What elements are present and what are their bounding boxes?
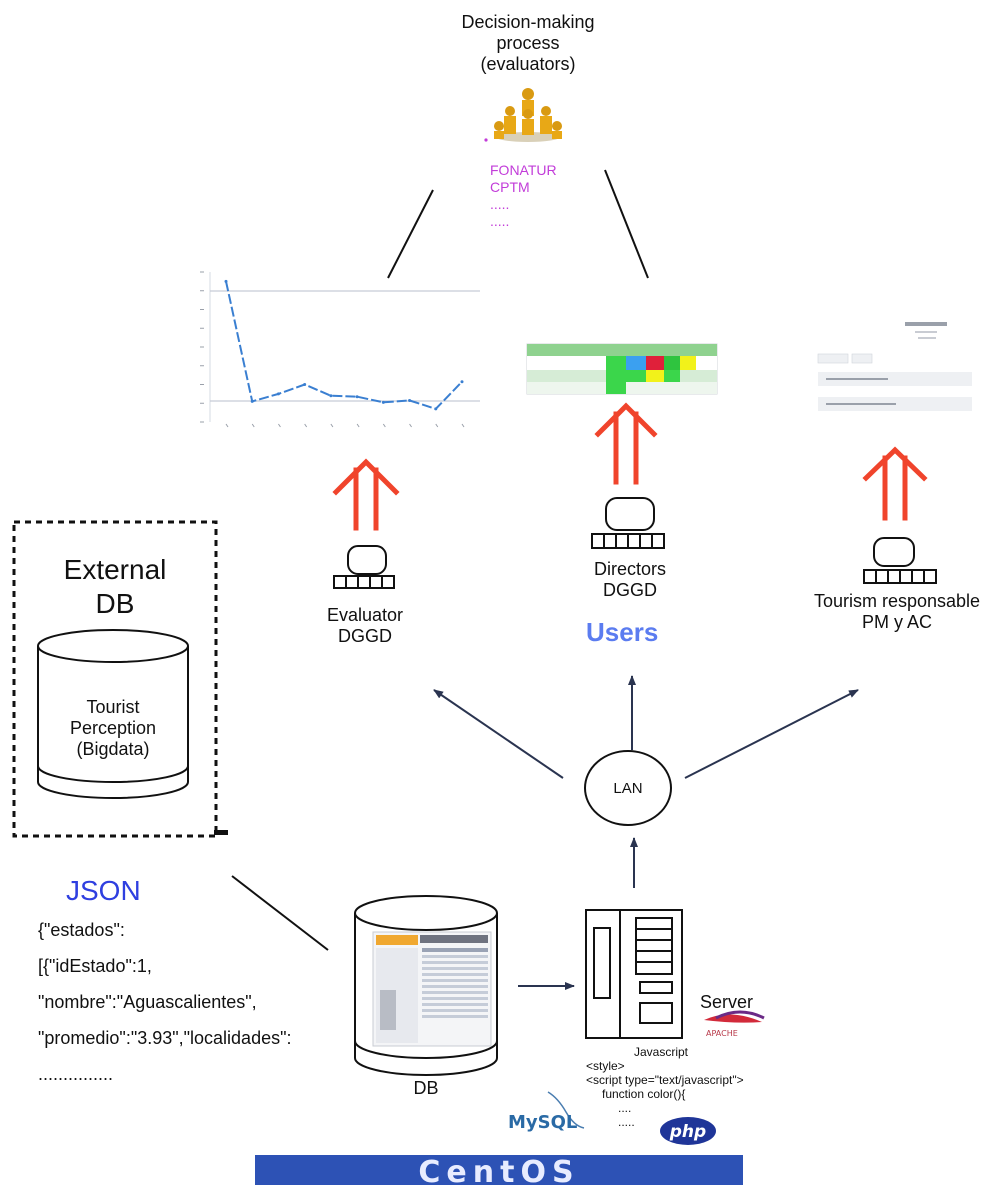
db-admin-screenshot [372, 931, 492, 1047]
external-db-title-line: External [63, 554, 167, 585]
upload-arrow-evaluator [332, 458, 400, 531]
external-db-content-line: Tourist [86, 697, 140, 717]
chart-point [224, 279, 228, 283]
code-line: <style> [586, 1059, 625, 1073]
computer-icon-evaluator [333, 545, 395, 589]
chart-x-tick [356, 423, 360, 428]
tourism-thumbnail [817, 322, 972, 411]
json-line: ............... [38, 1064, 114, 1084]
lan-node [584, 750, 672, 826]
evaluator-label-line: Evaluator [326, 605, 404, 625]
json-to-db-line [231, 875, 329, 951]
lan-label: LAN [613, 780, 643, 797]
decision-orgs: FONATUR CPTM ..... ..... [490, 162, 557, 230]
tourism-label-line: Tourism responsable [813, 591, 981, 611]
chart-x-tick [435, 423, 439, 428]
decision-to-table-line [604, 169, 649, 279]
external-db-cylinder [37, 629, 189, 799]
json-line: "nombre":"Aguascalientes", [38, 992, 257, 1012]
code-line: <script type="text/javascript"> [586, 1073, 744, 1087]
tourism-label: Tourism responsable PM y AC [794, 591, 1000, 633]
external-db-content-line: (Bigdata) [76, 739, 150, 759]
tourism-label-line: PM y AC [861, 612, 932, 632]
chart-x-tick [330, 423, 334, 428]
code-line: Javascript [633, 1045, 689, 1059]
org-item: CPTM [490, 179, 530, 195]
php-logo: php [660, 1117, 716, 1145]
external-db-content-line: Perception [69, 718, 157, 738]
chart-point [460, 380, 464, 384]
chart-x-tick [225, 423, 229, 428]
chart-point [355, 395, 359, 399]
decision-title-line: process [496, 33, 560, 53]
external-db-box-handle [214, 830, 228, 835]
decision-title-line: Decision-making [461, 12, 595, 32]
server-icon [585, 909, 683, 1039]
chart-point [408, 398, 412, 402]
json-line: [{"idEstado":1, [38, 956, 152, 976]
json-line: "promedio":"3.93","localidades": [38, 1028, 292, 1048]
upload-arrow-tourism [862, 446, 928, 521]
server-label: Server [700, 992, 754, 1012]
directors-label-line: Directors [593, 559, 666, 579]
chart-x-tick [461, 423, 465, 428]
svg-text:APACHE: APACHE [706, 1029, 738, 1038]
chart-x-tick [382, 423, 386, 428]
json-line: {"estados": [38, 920, 125, 940]
json-snippet: {"estados": [{"idEstado":1, "nombre":"Ag… [38, 920, 291, 1085]
chart-series-line [225, 281, 463, 411]
code-line: ..... [618, 1115, 635, 1129]
code-line: function color(){ [602, 1087, 686, 1101]
external-db-box [12, 520, 218, 838]
computer-icon-directors [591, 497, 665, 549]
upload-arrow-directors [594, 402, 658, 485]
chart-point [329, 394, 333, 398]
decision-title: Decision-making process (evaluators) [418, 12, 638, 75]
chart-x-tick [304, 423, 308, 428]
chart-point [250, 399, 254, 403]
evaluators-group-icon [484, 88, 562, 142]
computer-icon-tourism [863, 537, 937, 584]
centos-banner: CentOS [255, 1155, 743, 1190]
lan-to-tourism-arrow [684, 689, 859, 779]
external-db-title: External DB [14, 553, 216, 621]
directors-label: Directors DGGD [570, 559, 690, 601]
chart-point [303, 383, 307, 386]
org-item: ..... [490, 213, 510, 229]
mysql-logo: MySQL [508, 1091, 585, 1133]
org-item: FONATUR [490, 162, 557, 178]
code-line: .... [618, 1101, 632, 1115]
directors-label-line: DGGD [603, 580, 657, 600]
evaluator-label: Evaluator DGGD [310, 605, 420, 647]
chart-x-tick [409, 423, 412, 428]
external-db-content: Tourist Perception (Bigdata) [38, 697, 188, 760]
external-db-title-line: DB [95, 588, 135, 619]
server-code-snippet: Javascript <style> <script type="text/ja… [586, 1045, 744, 1129]
chart-point [381, 400, 385, 404]
users-title: Users [586, 617, 659, 647]
chart-point [434, 407, 438, 411]
org-item: ..... [490, 196, 510, 212]
chart-point [276, 392, 280, 396]
svg-text:MySQL: MySQL [508, 1112, 577, 1133]
chart-x-tick [278, 423, 281, 428]
db-label: DB [413, 1078, 439, 1098]
json-title: JSON [66, 875, 141, 906]
svg-text:php: php [669, 1122, 706, 1142]
evaluator-label-line: DGGD [338, 626, 392, 646]
lan-to-evaluator-arrow [433, 689, 564, 779]
line-chart [200, 271, 480, 428]
directors-table-thumbnail [526, 343, 718, 395]
decision-title-line: (evaluators) [480, 54, 576, 74]
apache-logo: APACHE [704, 1010, 765, 1038]
chart-x-tick [251, 423, 255, 428]
decision-to-chart-line [387, 189, 434, 279]
